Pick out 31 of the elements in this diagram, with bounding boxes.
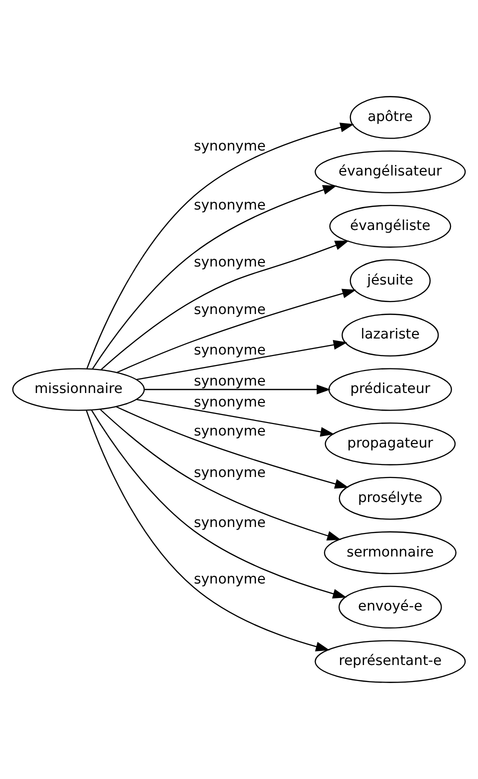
arrow [92, 185, 337, 370]
node-ellipse: propagateur [324, 422, 456, 466]
arrow [116, 288, 356, 374]
arrow [100, 240, 349, 370]
edge-label: synonyme [194, 514, 266, 531]
arrow [86, 410, 330, 652]
node-ellipse: apôtre [350, 96, 431, 139]
arrow [86, 122, 354, 369]
edge-label: synonyme [194, 342, 266, 358]
edge-label: synonyme [194, 465, 266, 482]
arrow [116, 406, 349, 489]
arrow [100, 408, 342, 540]
node-ellipse: lazariste [342, 314, 439, 356]
edge-label: synonyme [194, 423, 266, 440]
node-ellipse: envoyé-e [338, 586, 442, 629]
node-ellipse: évangéliste [329, 204, 452, 248]
node-ellipse: missionnaire [12, 368, 145, 411]
edge-label: synonyme [194, 572, 266, 588]
edge-label: synonyme [194, 394, 266, 410]
edge-label: synonyme [194, 302, 266, 318]
arrow [136, 398, 334, 437]
edge-label: synonyme [194, 198, 266, 214]
node-ellipse: prédicateur [328, 368, 452, 411]
arrow [91, 410, 347, 598]
edge-label: synonyme [194, 374, 266, 390]
edge-label: synonyme [194, 254, 266, 270]
node-ellipse: jésuite [350, 259, 431, 302]
node-ellipse: prosélyte [338, 476, 442, 520]
arrow [136, 340, 348, 380]
edge-label: synonyme [194, 138, 266, 155]
arrow [144, 384, 331, 394]
